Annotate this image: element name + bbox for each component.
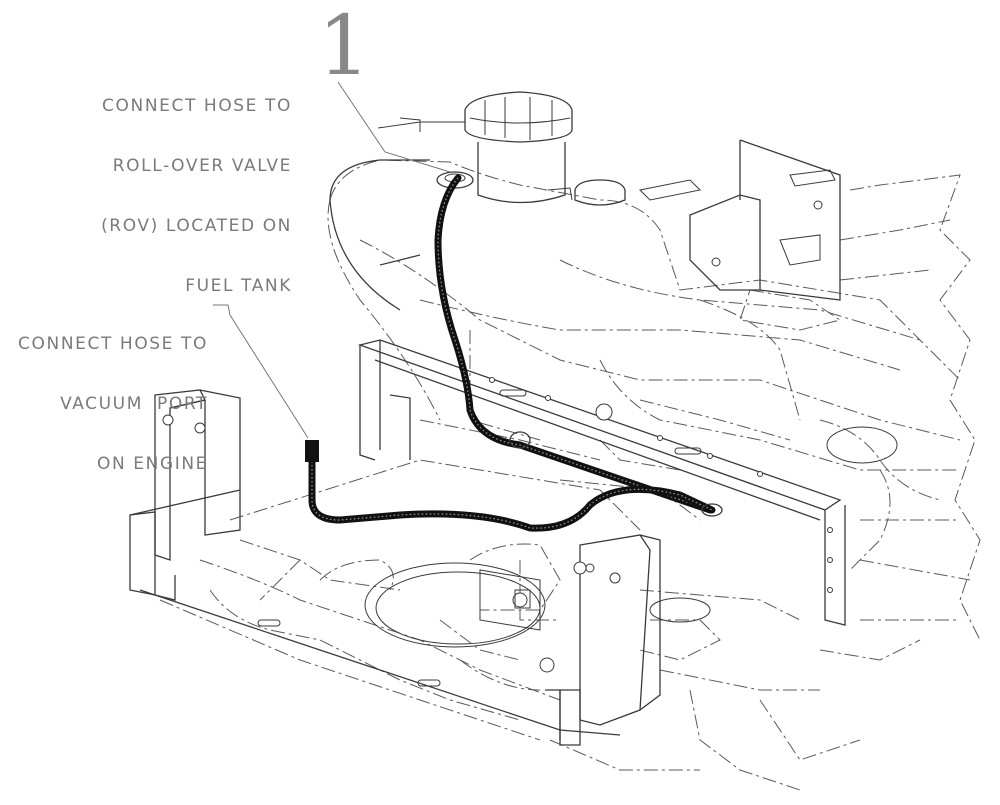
vacuum-callout-line: CONNECT HOSE TO (18, 334, 208, 354)
bolt-hole (194, 422, 206, 434)
hose-fitting (701, 503, 723, 517)
hose-clip (509, 431, 531, 449)
vacuum-callout: CONNECT HOSE TO VACUUM PORT ON ENGINE (18, 294, 208, 514)
rov-callout-line: FUEL TANK (185, 276, 292, 296)
chassis-frame (129, 91, 898, 746)
rov-callout-line: ROLL-OVER VALVE (112, 156, 292, 176)
vacuum-callout-line: VACUUM PORT (60, 394, 208, 414)
fuel-cap (464, 91, 573, 143)
vent-hose (305, 174, 723, 532)
vacuum-callout-line: ON ENGINE (96, 454, 208, 474)
hose-end (305, 440, 319, 462)
rov-callout: CONNECT HOSE TO ROLL-OVER VALVE (ROV) LO… (101, 56, 292, 336)
bolt-hole (162, 414, 174, 426)
step-number: 1 (318, 0, 371, 94)
rov-callout-line: (ROV) LOCATED ON (101, 216, 292, 236)
leader-lines (213, 81, 451, 439)
rov-callout-line: CONNECT HOSE TO (102, 96, 292, 116)
hidden-lines (159, 159, 981, 791)
